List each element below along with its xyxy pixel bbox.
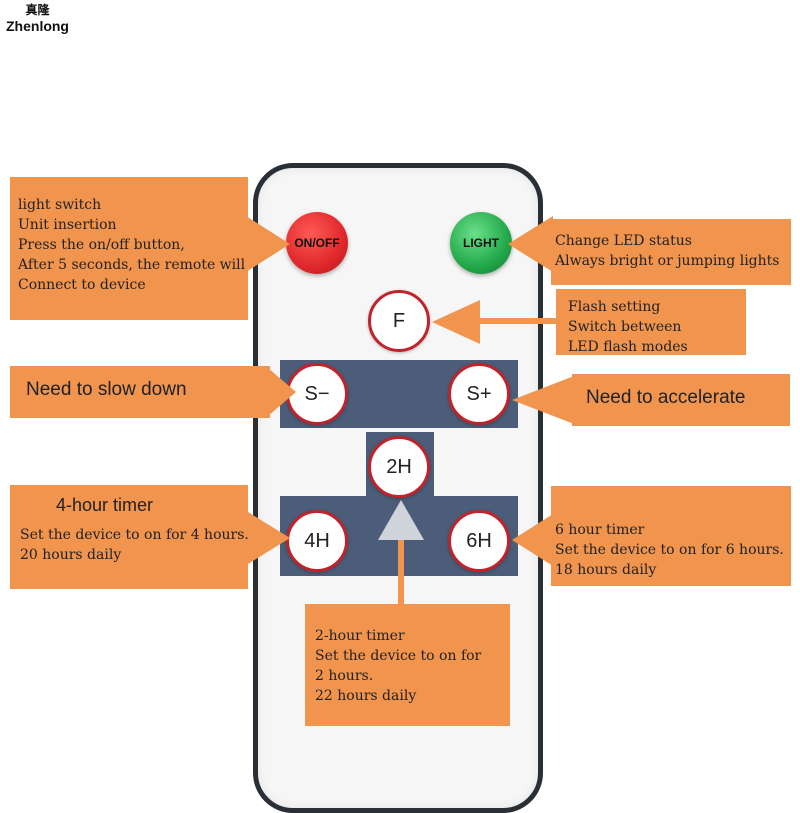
callout-timer-2h-line: 22 hours daily bbox=[315, 688, 417, 704]
callout-timer-4h-title: 4-hour timer bbox=[56, 495, 154, 515]
light-arrow bbox=[508, 216, 553, 272]
timer-6h-arrow bbox=[512, 514, 553, 566]
timer-4h-button-label: 4H bbox=[304, 529, 330, 552]
timer-6h-button-label: 6H bbox=[466, 529, 492, 552]
speed-up-button[interactable]: S+ bbox=[448, 363, 510, 425]
callout-timer-6h-line: 18 hours daily bbox=[555, 562, 657, 578]
callout-timer-2h-line: 2 hours. bbox=[315, 668, 374, 684]
flash-arrow bbox=[432, 300, 480, 344]
callout-timer-4h: 4-hour timer Set the device to on for 4 … bbox=[10, 485, 249, 589]
callout-timer-6h-line: 6 hour timer bbox=[555, 522, 645, 538]
flash-button-label: F bbox=[392, 309, 406, 332]
callout-timer-2h: 2-hour timer Set the device to on for 2 … bbox=[305, 604, 510, 726]
flash-arrow-shaft bbox=[478, 318, 558, 324]
timer-6h-button[interactable]: 6H bbox=[448, 510, 510, 572]
timer-2h-arrow-head bbox=[378, 500, 424, 540]
callout-light-line: Always bright or jumping lights bbox=[555, 253, 780, 269]
callout-light-line: Change LED status bbox=[555, 233, 692, 249]
speed-down-arrow bbox=[268, 368, 296, 416]
on-off-button-label: ON/OFF bbox=[294, 236, 340, 250]
brand-logo: 真隆 Zhenlong bbox=[6, 3, 69, 34]
light-button-label: LIGHT bbox=[463, 236, 499, 250]
callout-on-off: light switch Unit insertion Press the on… bbox=[10, 177, 248, 320]
callout-speed-up: Need to accelerate bbox=[572, 374, 790, 426]
light-button[interactable]: LIGHT bbox=[450, 212, 512, 274]
callout-timer-2h-line: Set the device to on for bbox=[315, 648, 482, 664]
speed-down-button[interactable]: S− bbox=[286, 363, 348, 425]
timer-2h-button[interactable]: 2H bbox=[368, 436, 430, 498]
callout-speed-up-text: Need to accelerate bbox=[586, 387, 746, 408]
callout-speed-down: Need to slow down bbox=[10, 366, 270, 418]
callout-on-off-line: Unit insertion bbox=[18, 217, 117, 233]
callout-flash: Flash setting Switch between LED flash m… bbox=[556, 289, 746, 355]
brand-logo-english: Zhenlong bbox=[6, 17, 69, 34]
timer-4h-button[interactable]: 4H bbox=[286, 510, 348, 572]
callout-on-off-line: Connect to device bbox=[18, 277, 146, 293]
timer-2h-button-label: 2H bbox=[386, 455, 412, 478]
on-off-button[interactable]: ON/OFF bbox=[286, 212, 348, 274]
on-off-arrow bbox=[246, 216, 290, 272]
timer-4h-arrow bbox=[248, 512, 290, 564]
callout-on-off-line: Press the on/off button, bbox=[18, 237, 185, 253]
callout-timer-4h-line: 20 hours daily bbox=[20, 547, 122, 563]
callout-speed-down-text: Need to slow down bbox=[26, 379, 187, 400]
speed-up-button-label: S+ bbox=[466, 382, 492, 405]
callout-on-off-line: After 5 seconds, the remote will bbox=[18, 257, 246, 273]
callout-on-off-line: light switch bbox=[18, 197, 102, 213]
callout-light: Change LED status Always bright or jumpi… bbox=[551, 219, 791, 285]
callout-timer-6h-line: Set the device to on for 6 hours. bbox=[555, 542, 784, 558]
callout-timer-6h: 6 hour timer Set the device to on for 6 … bbox=[551, 486, 791, 586]
brand-logo-chinese: 真隆 bbox=[25, 3, 50, 17]
callout-timer-2h-line: 2-hour timer bbox=[315, 628, 405, 644]
callout-flash-line: Switch between bbox=[568, 319, 682, 335]
speed-down-button-label: S− bbox=[304, 382, 330, 405]
flash-button[interactable]: F bbox=[368, 290, 430, 352]
timer-2h-arrow-shaft bbox=[398, 536, 404, 606]
callout-timer-4h-line: Set the device to on for 4 hours. bbox=[20, 527, 249, 543]
callout-flash-line: LED flash modes bbox=[568, 339, 688, 355]
speed-up-arrow bbox=[512, 376, 574, 424]
callout-flash-line: Flash setting bbox=[568, 299, 661, 315]
